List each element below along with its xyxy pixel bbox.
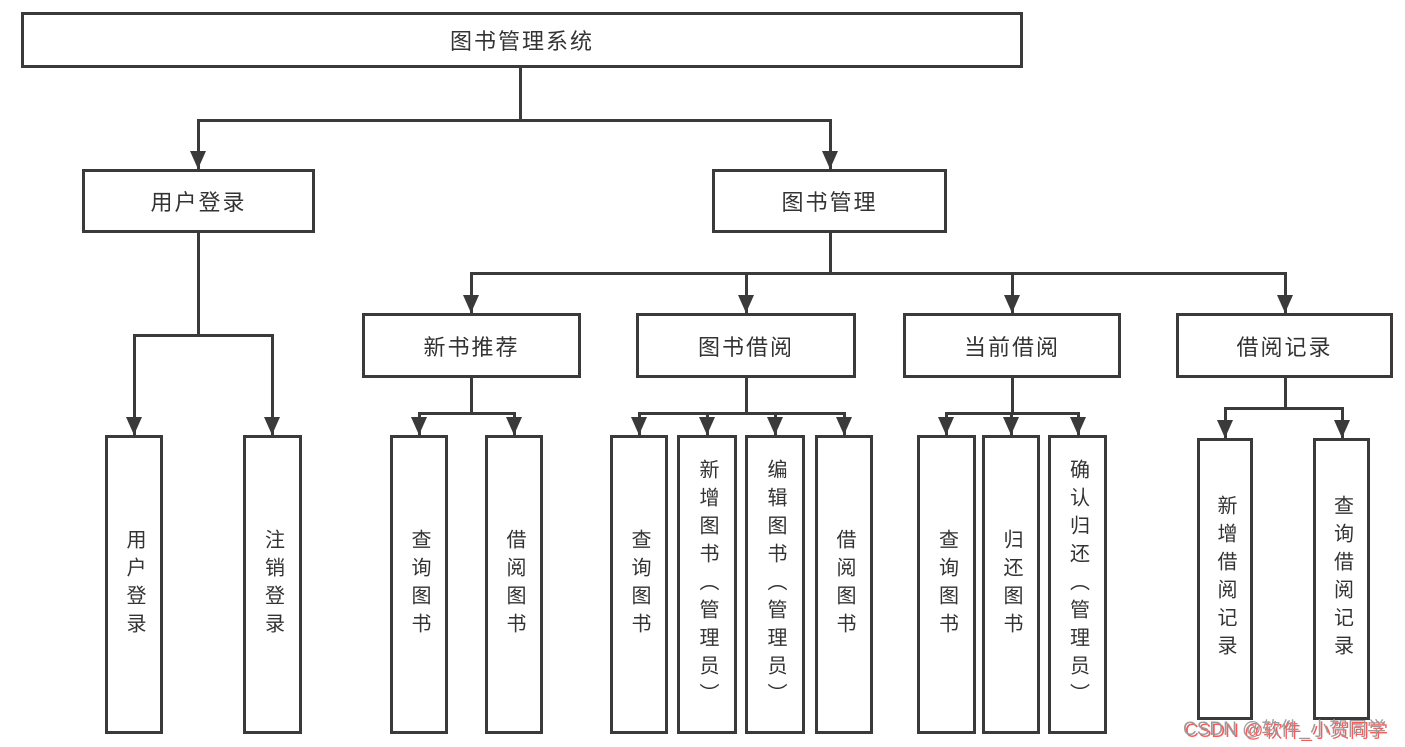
- connector-horizontal: [1223, 406, 1344, 410]
- connector-horizontal: [196, 118, 832, 122]
- arrow-down-icon: [463, 295, 479, 313]
- arrow-down-icon: [1217, 420, 1233, 438]
- csdn-watermark: CSDN @软件_小贺同学: [1183, 719, 1386, 740]
- connector-vertical: [270, 335, 274, 435]
- arrow-down-icon: [506, 417, 522, 435]
- arrow-down-icon: [738, 295, 754, 313]
- connector-vertical: [744, 273, 748, 313]
- arrow-down-icon: [411, 417, 427, 435]
- leaf-logout: 注销登录: [243, 435, 302, 734]
- arrow-down-icon: [264, 417, 280, 435]
- arrow-down-icon: [1003, 417, 1019, 435]
- leaf-borrow-books-recommend: 借阅图书: [485, 435, 543, 734]
- connector-horizontal: [944, 411, 1080, 415]
- connector-horizontal: [469, 271, 1287, 275]
- connector-vertical: [828, 233, 832, 273]
- arrow-down-icon: [699, 417, 715, 435]
- node-borrowing-records: 借阅记录: [1176, 313, 1393, 378]
- connector-horizontal: [637, 411, 846, 415]
- arrow-down-icon: [631, 417, 647, 435]
- arrow-down-icon: [1277, 295, 1293, 313]
- connector-vertical: [1010, 273, 1014, 313]
- connector-vertical: [1010, 378, 1014, 413]
- leaf-return-books: 归还图书: [982, 435, 1040, 734]
- node-current-borrowing: 当前借阅: [903, 313, 1121, 378]
- arrow-down-icon: [836, 417, 852, 435]
- arrow-down-icon: [1070, 417, 1086, 435]
- leaf-query-borrow-record: 查询借阅记录: [1313, 438, 1370, 720]
- leaf-confirm-return-admin: 确认归还（管理员）: [1048, 435, 1107, 734]
- connector-horizontal: [417, 411, 516, 415]
- arrow-down-icon: [1004, 295, 1020, 313]
- node-new-book-recommendation: 新书推荐: [362, 313, 581, 378]
- leaf-query-books-recommend: 查询图书: [390, 435, 448, 734]
- leaf-add-books-admin: 新增图书（管理员）: [677, 435, 737, 734]
- node-book-borrowing: 图书借阅: [636, 313, 856, 378]
- connector-vertical: [132, 335, 136, 435]
- connector-vertical: [744, 378, 748, 413]
- arrow-down-icon: [767, 417, 783, 435]
- arrow-down-icon: [126, 417, 142, 435]
- connector-vertical: [196, 120, 200, 169]
- connector-vertical: [469, 273, 473, 313]
- leaf-borrow-books: 借阅图书: [815, 435, 873, 734]
- connector-vertical: [518, 68, 522, 120]
- arrow-down-icon: [822, 151, 838, 169]
- arrow-down-icon: [938, 417, 954, 435]
- leaf-add-borrow-record: 新增借阅记录: [1197, 438, 1253, 720]
- node-root: 图书管理系统: [21, 12, 1023, 68]
- leaf-user-login: 用户登录: [105, 435, 163, 734]
- connector-vertical: [469, 378, 473, 413]
- connector-vertical: [828, 120, 832, 169]
- leaf-query-books-current: 查询图书: [917, 435, 976, 734]
- connector-vertical: [196, 233, 200, 335]
- connector-horizontal: [132, 333, 274, 337]
- arrow-down-icon: [190, 151, 206, 169]
- connector-vertical: [1283, 273, 1287, 313]
- connector-vertical: [1283, 378, 1287, 408]
- arrow-down-icon: [1334, 420, 1350, 438]
- leaf-edit-books-admin: 编辑图书（管理员）: [745, 435, 805, 734]
- node-user-login: 用户登录: [82, 169, 315, 233]
- node-book-management: 图书管理: [712, 169, 947, 233]
- leaf-query-books-borrowing: 查询图书: [610, 435, 668, 734]
